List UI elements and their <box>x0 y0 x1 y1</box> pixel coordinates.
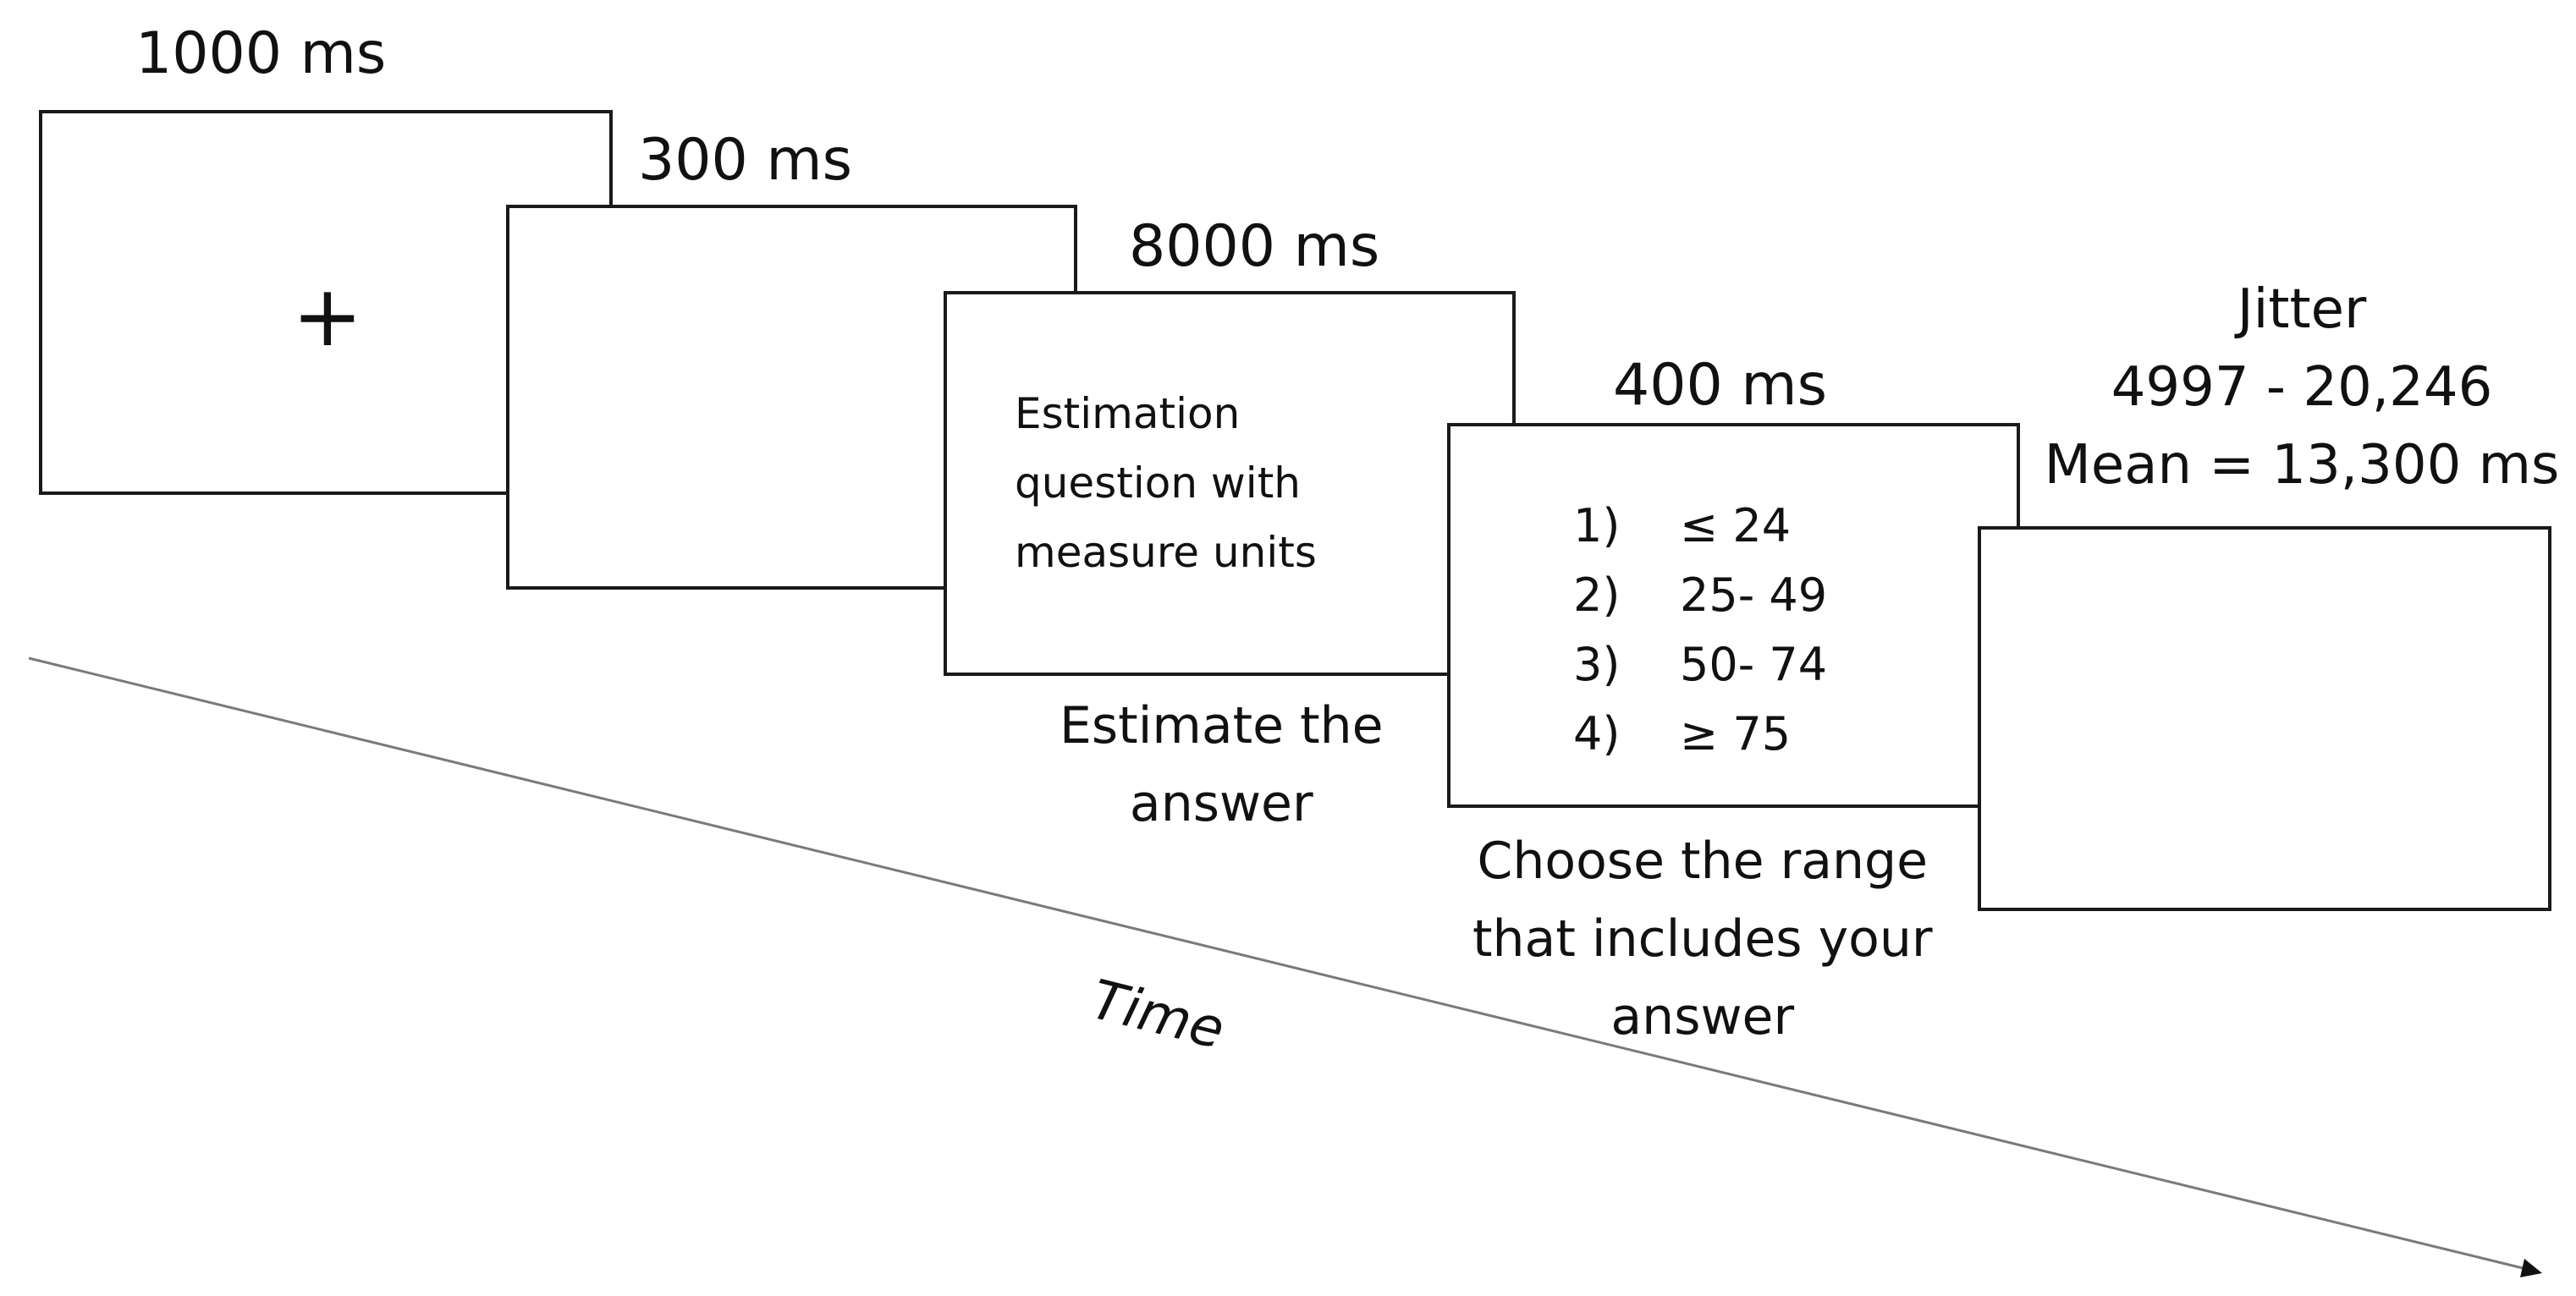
jitter-screen <box>1978 526 2551 911</box>
jitter-label-line: Mean = 13,300 ms <box>2044 434 2560 497</box>
fixation-duration-label: 1000 ms <box>135 20 387 87</box>
response-caption-line: answer <box>1610 987 1795 1046</box>
question-duration-label: 8000 ms <box>1129 213 1380 280</box>
question-caption-line: Estimate the <box>1060 696 1384 755</box>
fixation-cross: + <box>292 266 363 365</box>
jitter-label-line: Jitter <box>2237 278 2367 341</box>
option-range: ≤ 24 <box>1680 499 1792 552</box>
response-caption: Choose the range that includes your answ… <box>1472 822 1933 1056</box>
jitter-label: Jitter 4997 - 20,246 Mean = 13,300 ms <box>2023 271 2576 504</box>
question-caption-line: answer <box>1129 774 1313 833</box>
question-text-line: question with <box>1015 459 1301 508</box>
response-caption-line: that includes your <box>1472 909 1933 969</box>
response-duration-label: 400 ms <box>1613 352 1828 419</box>
option-number: 4) <box>1573 707 1621 761</box>
option-number: 3) <box>1573 638 1621 691</box>
question-text: Estimation question with measure units <box>1015 379 1317 587</box>
option-range: 50- 74 <box>1680 638 1828 691</box>
jitter-label-line: 4997 - 20,246 <box>2111 356 2493 419</box>
option-number: 1) <box>1573 499 1621 552</box>
question-caption: Estimate the answer <box>1060 687 1384 843</box>
option-number: 2) <box>1573 568 1621 622</box>
question-screen: Estimation question with measure units <box>944 291 1516 676</box>
option-range: 25- 49 <box>1680 568 1828 622</box>
question-text-line: measure units <box>1015 528 1317 577</box>
response-caption-line: Choose the range <box>1477 832 1929 891</box>
question-text-line: Estimation <box>1015 389 1241 438</box>
blank-duration-label: 300 ms <box>638 127 853 194</box>
response-screen: 1) ≤ 24 2) 25- 49 3) 50- 74 4) ≥ 75 <box>1447 423 2020 808</box>
option-range: ≥ 75 <box>1680 707 1792 761</box>
